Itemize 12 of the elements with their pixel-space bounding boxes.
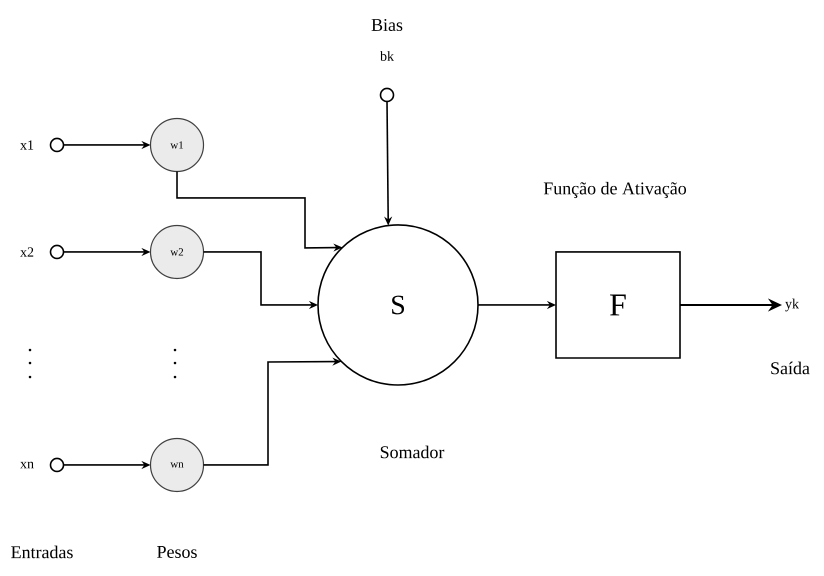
node-label: Saída [771,362,810,374]
column-label: Entradas [11,546,73,558]
terminal-label: x1 [20,140,34,150]
node-label: Somador [380,446,444,458]
terminal-label: bk [380,51,394,61]
terminal-label: x2 [20,247,34,257]
column-label: Pesos [157,546,197,558]
terminal-label: Bias [372,18,402,31]
output-label: yk [785,298,799,312]
node-label: Função de Ativação [544,182,686,198]
function-box: F [555,251,681,359]
terminal-label: xn [20,462,34,468]
